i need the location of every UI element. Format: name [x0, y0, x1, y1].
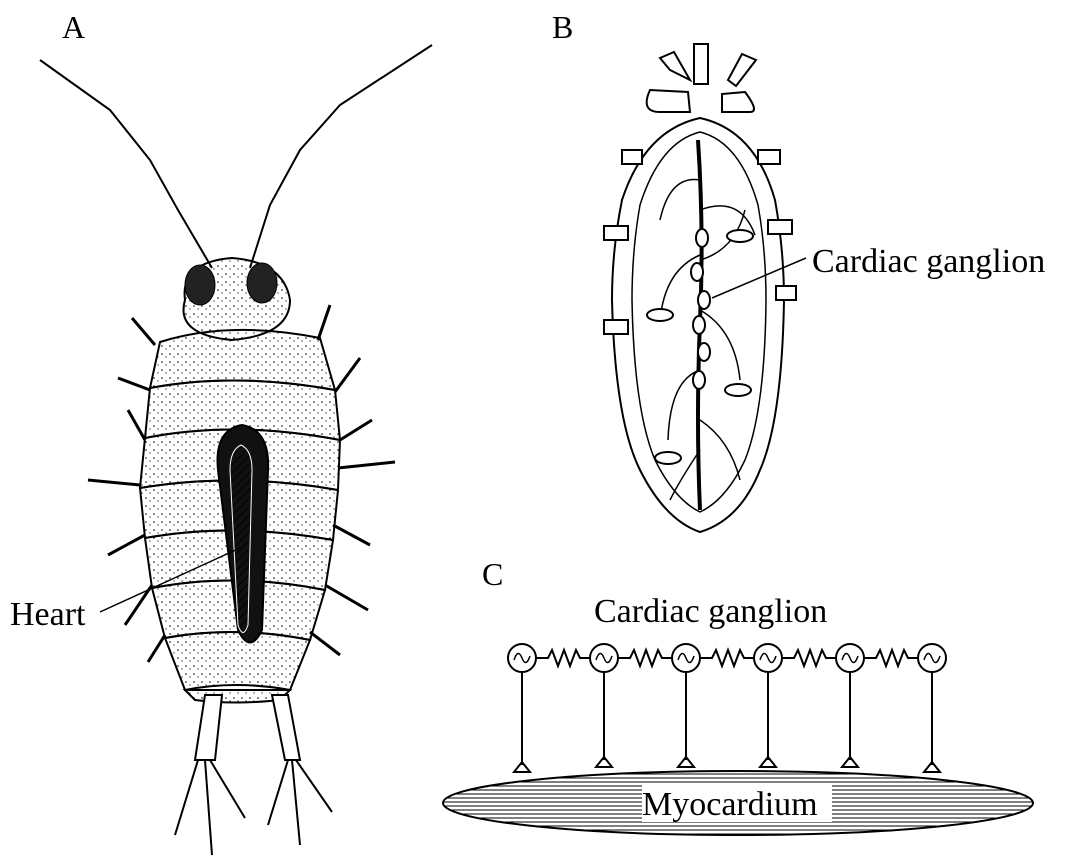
panel-b-letter: B: [552, 9, 573, 45]
right-cerci: [268, 760, 332, 845]
right-uropod: [272, 695, 300, 760]
left-antenna: [40, 60, 212, 268]
right-eye: [247, 263, 277, 303]
right-antenna: [250, 45, 432, 268]
myocardium-label: Myocardium: [642, 786, 818, 823]
left-eye: [185, 265, 215, 305]
panel-c-letter: C: [482, 556, 503, 592]
left-cerci: [175, 760, 245, 855]
oscillator-chain: [508, 644, 946, 772]
panel-b: B: [552, 9, 1045, 532]
panel-b-ganglion-label: Cardiac ganglion: [812, 243, 1045, 280]
axon-terminals: [514, 672, 940, 772]
panel-a-letter: A: [62, 9, 85, 45]
panel-c-ganglion-label: Cardiac ganglion: [594, 593, 827, 630]
heart-label: Heart: [10, 596, 86, 633]
isopod-illustration: [40, 45, 432, 855]
panel-c: C Cardiac ganglion: [443, 556, 1033, 835]
left-uropod: [195, 695, 222, 760]
panel-a: A: [10, 9, 432, 855]
